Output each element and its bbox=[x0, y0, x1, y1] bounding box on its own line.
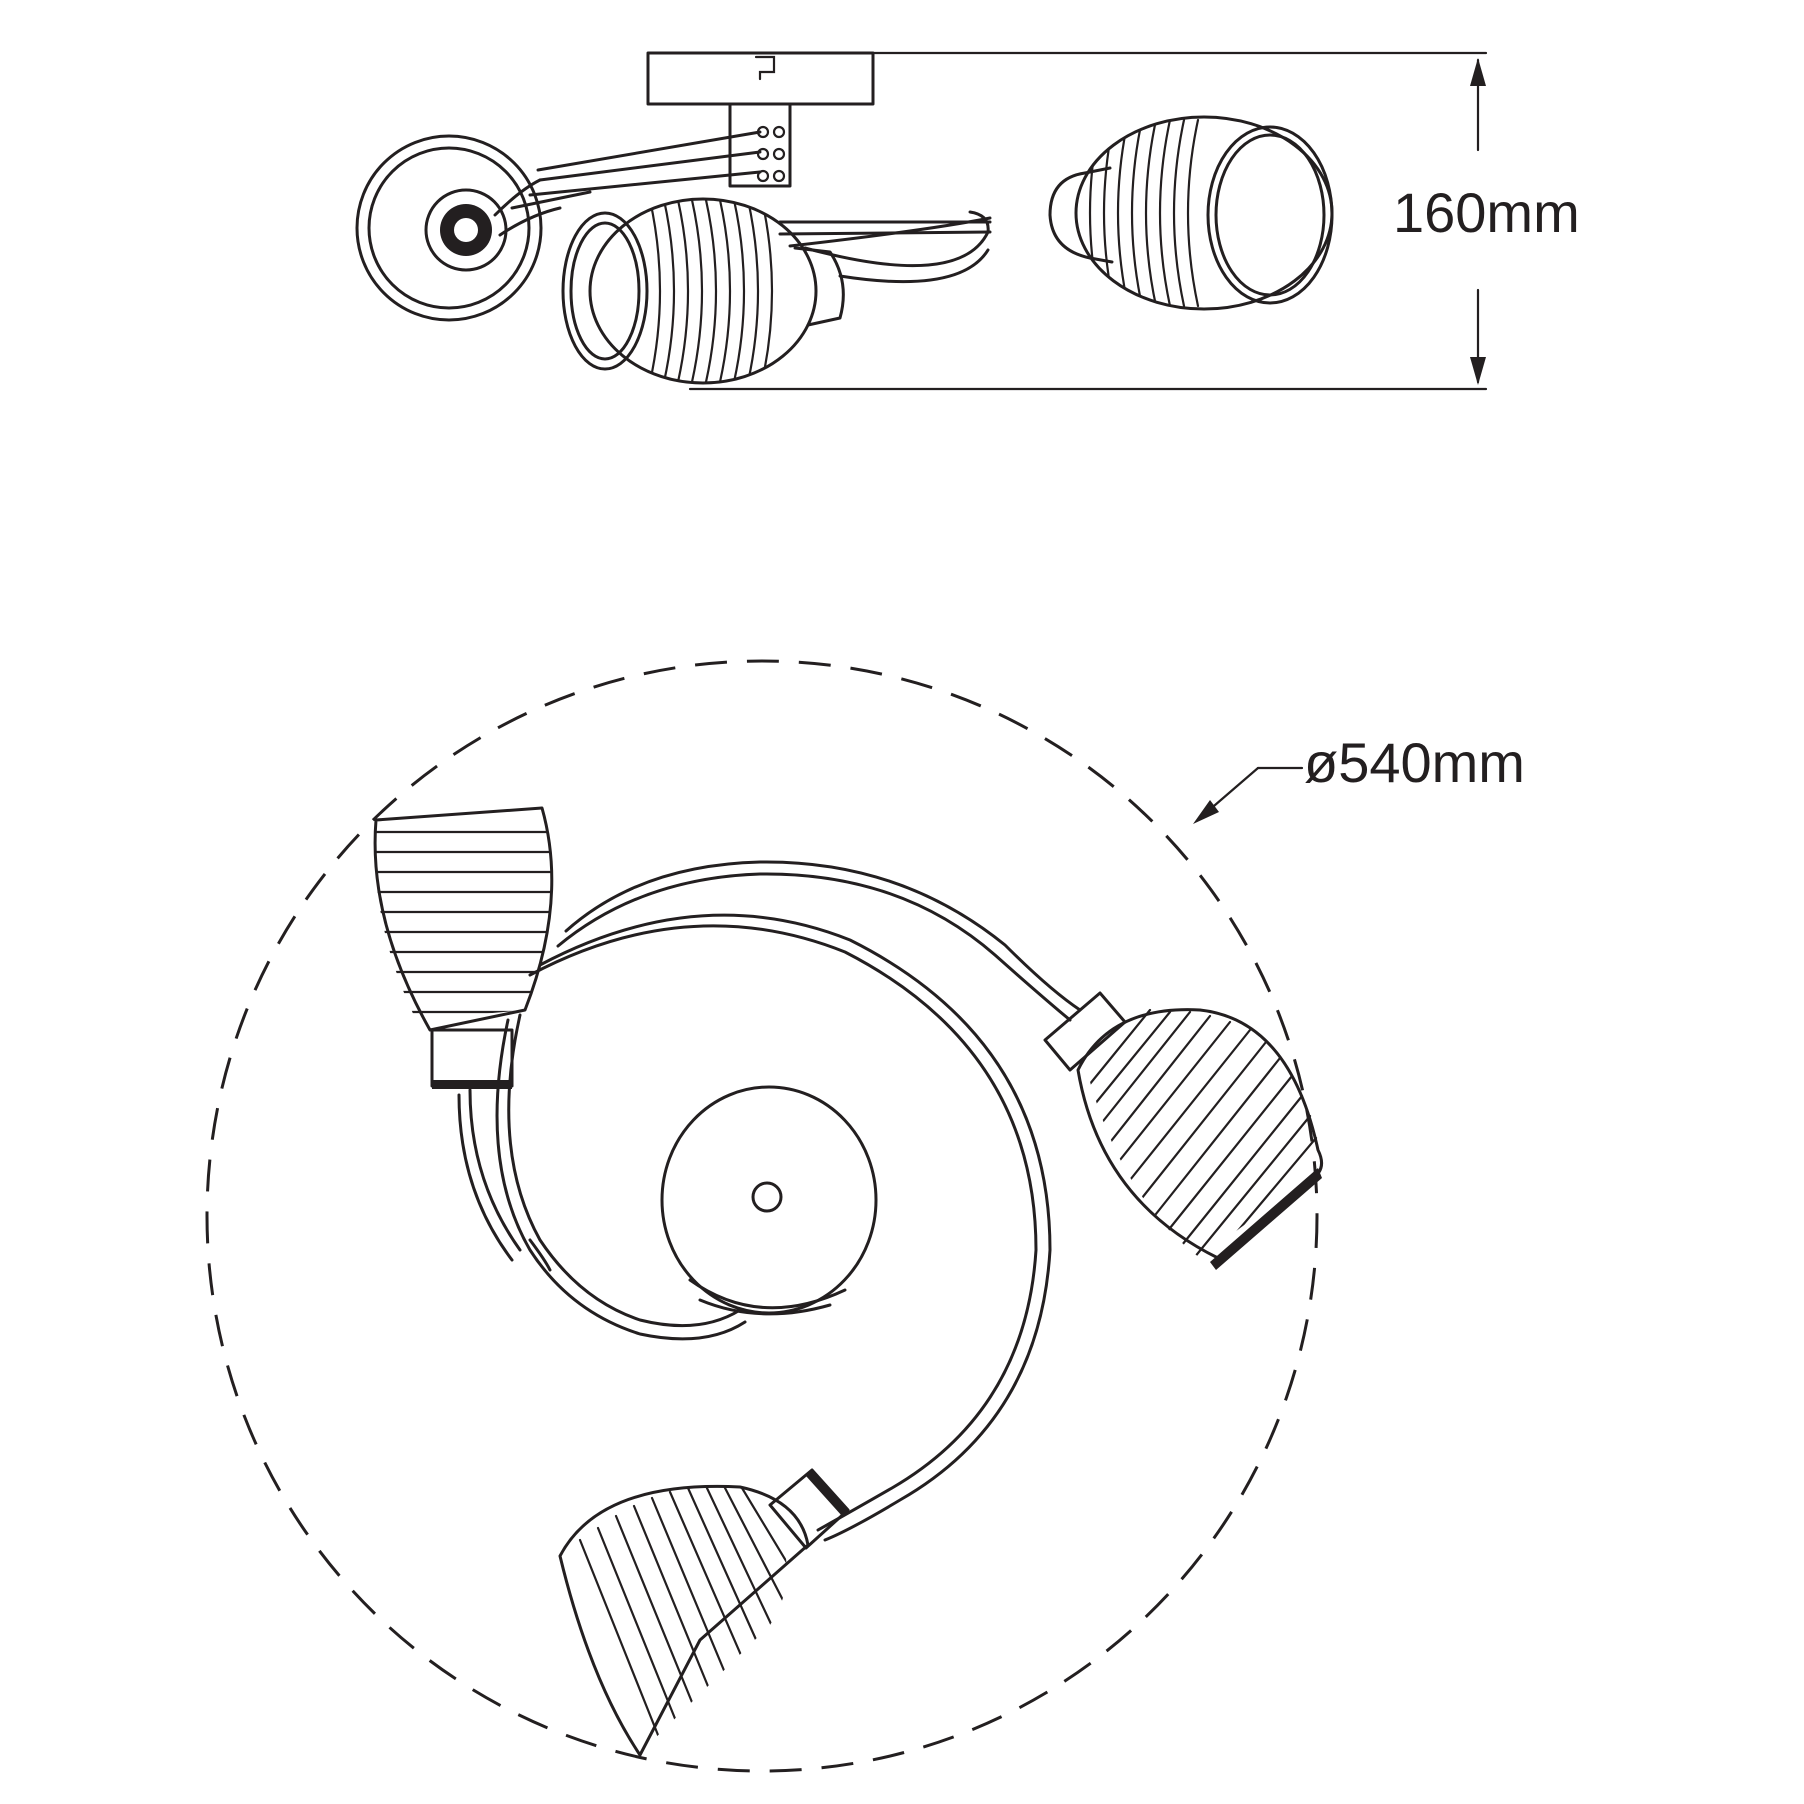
mounting-bracket bbox=[728, 102, 792, 188]
diameter-dimension: ø540mm bbox=[1193, 731, 1525, 824]
spiral-arms bbox=[457, 860, 1082, 1542]
side-shade-middle bbox=[561, 197, 845, 385]
height-dimension: 160mm bbox=[688, 51, 1580, 391]
height-label: 160mm bbox=[1393, 181, 1580, 244]
diameter-label: ø540mm bbox=[1304, 731, 1525, 794]
shade-bottom-left bbox=[558, 1468, 850, 1757]
shade-right bbox=[1043, 991, 1324, 1270]
bracket-screws bbox=[756, 125, 786, 183]
top-view: ø540mm bbox=[205, 659, 1525, 1773]
center-canopy bbox=[660, 1085, 878, 1316]
arrow-leader-icon bbox=[1193, 800, 1219, 824]
side-arms bbox=[510, 130, 992, 284]
shade-top-left bbox=[373, 806, 554, 1089]
canopy-detail bbox=[754, 55, 776, 81]
side-backplate bbox=[355, 134, 562, 322]
center-screw bbox=[751, 1181, 783, 1213]
arrow-down-icon bbox=[1470, 357, 1486, 385]
side-view: 160mm bbox=[355, 51, 1580, 391]
arrow-up-icon bbox=[1470, 58, 1486, 86]
side-shade-right bbox=[1048, 115, 1334, 311]
diameter-outline bbox=[205, 659, 1319, 1773]
